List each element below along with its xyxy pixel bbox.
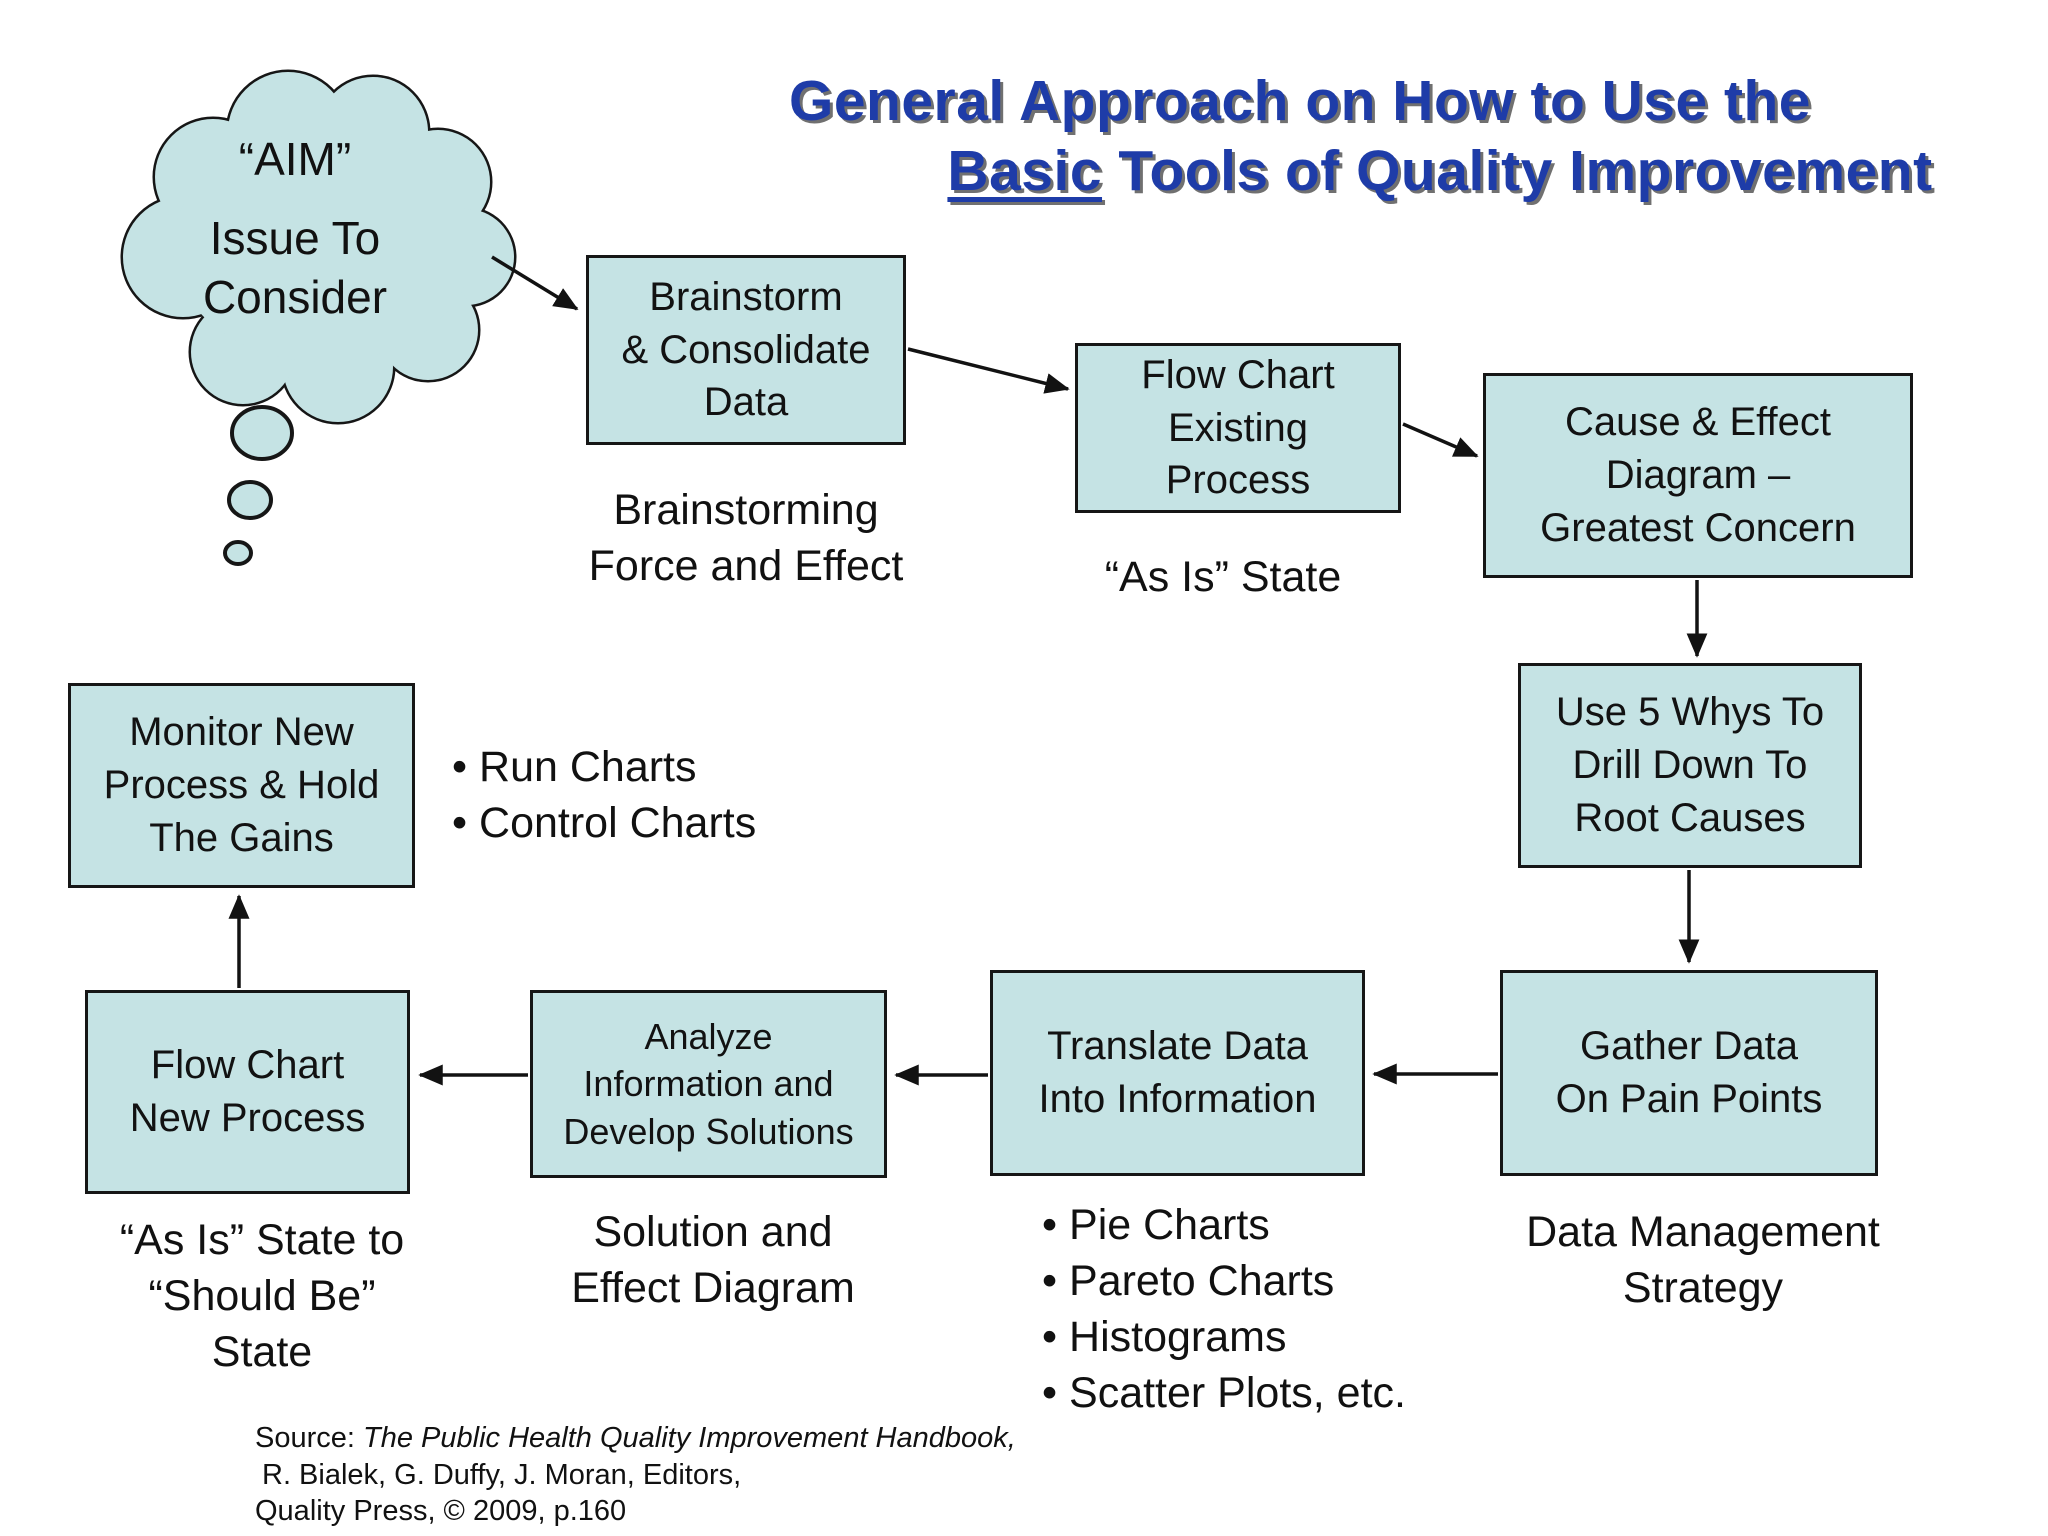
list-item: Run Charts	[452, 740, 756, 796]
list-item: Pareto Charts	[1042, 1254, 1406, 1310]
arrow-cloud-to-brainstorm	[491, 255, 579, 311]
cloud-label: “AIM” Issue To Consider	[130, 130, 460, 327]
title-underlined-word: Basic	[947, 139, 1103, 203]
list-item: Pie Charts	[1042, 1198, 1406, 1254]
process-box-brainstorm: Brainstorm & Consolidate Data	[586, 255, 906, 445]
caption-data-management: Data Management Strategy	[1526, 1208, 1880, 1312]
process-box-cause-effect: Cause & Effect Diagram – Greatest Concer…	[1483, 373, 1913, 578]
process-box-flow-existing: Flow Chart Existing Process	[1075, 343, 1401, 513]
list-item: Histograms	[1042, 1310, 1406, 1366]
process-box-gather-data: Gather Data On Pain Points	[1500, 970, 1878, 1176]
source-book-title: The Public Health Quality Improvement Ha…	[363, 1422, 1016, 1454]
list-item: Scatter Plots, etc.	[1042, 1366, 1406, 1422]
source-line2: R. Bialek, G. Duffy, J. Moran, Editors,	[262, 1458, 742, 1491]
cloud-issue-text: Issue To Consider	[202, 211, 388, 323]
thought-bubbles	[223, 405, 294, 566]
list-item: Control Charts	[452, 796, 756, 852]
process-box-translate: Translate Data Into Information	[990, 970, 1365, 1176]
caption-brainstorming-tools: Brainstorming Force and Effect	[588, 486, 904, 590]
process-box-analyze: Analyze Information and Develop Solution…	[530, 990, 887, 1178]
translate-tools-list: Pie Charts Pareto Charts Histograms Scat…	[1042, 1198, 1406, 1422]
arrow-flowexisting-to-causeeffect	[1402, 422, 1479, 458]
source-line3: Quality Press, © 2009, p.160	[255, 1495, 627, 1528]
process-box-monitor: Monitor New Process & Hold The Gains	[68, 683, 415, 888]
caption-solution-effect: Solution and Effect Diagram	[571, 1208, 855, 1312]
cloud-aim-text: “AIM”	[238, 133, 352, 185]
process-box-flow-new: Flow Chart New Process	[85, 990, 410, 1194]
caption-as-is-to-should-be: “As Is” State to “Should Be” State	[119, 1216, 405, 1376]
source-line1: Source: The Public Health Quality Improv…	[255, 1422, 1016, 1454]
process-box-five-whys: Use 5 Whys To Drill Down To Root Causes	[1518, 663, 1862, 868]
arrow-brainstorm-to-flowexisting	[907, 347, 1070, 394]
title-line2-rest: Tools of Quality Improvement	[1102, 139, 1933, 203]
source-citation: Source: The Public Health Quality Improv…	[255, 1420, 1016, 1530]
caption-as-is-state: “As Is” State	[1104, 553, 1342, 601]
thought-cloud-shape	[120, 69, 517, 566]
page-title-line1: General Approach on How to Use the	[788, 69, 1811, 133]
page-title-line2: Basic Tools of Quality Improvement	[740, 138, 2048, 204]
monitor-tools-list: Run Charts Control Charts	[452, 740, 756, 852]
